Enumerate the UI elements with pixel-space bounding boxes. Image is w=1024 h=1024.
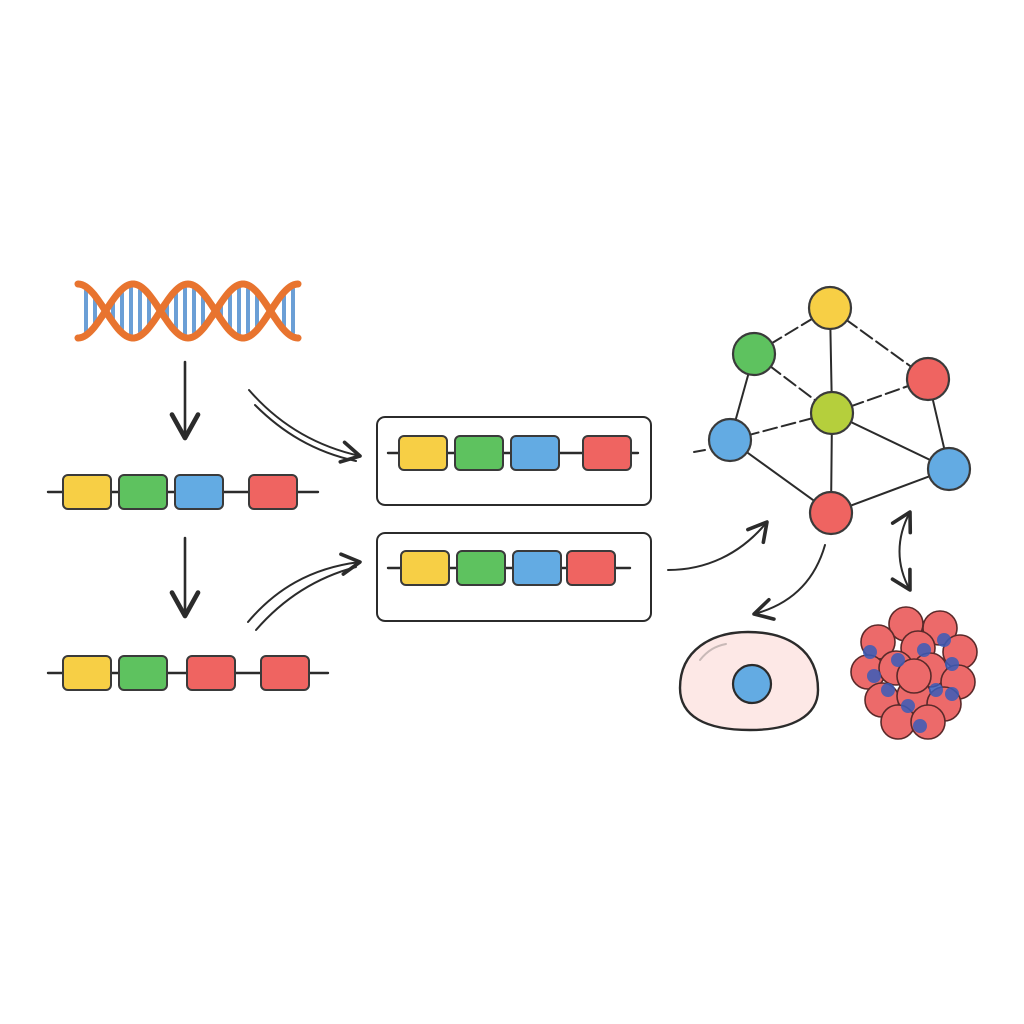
double-arrow-upper bbox=[248, 389, 362, 464]
sequence-block-yellow bbox=[398, 435, 448, 471]
sequence-left-bottom bbox=[46, 655, 330, 691]
bidirectional-arrow-network-tumor bbox=[890, 510, 913, 592]
network-node-right bbox=[926, 446, 972, 492]
sequence-block-red bbox=[186, 655, 236, 691]
sequence-boxed-bottom bbox=[386, 550, 632, 586]
sequence-boxed-top bbox=[386, 435, 640, 471]
network-graph bbox=[707, 285, 972, 536]
tumor-nucleus bbox=[937, 633, 951, 647]
sequence-block-red bbox=[260, 655, 310, 691]
dna-helix-icon bbox=[74, 280, 302, 342]
tumor-nucleus bbox=[913, 719, 927, 733]
network-node-left bbox=[707, 417, 753, 463]
tumor-cluster-icon bbox=[850, 606, 978, 740]
tumor-nucleus bbox=[881, 683, 895, 697]
double-arrow-lower bbox=[247, 552, 362, 631]
tumor-nucleus bbox=[945, 687, 959, 701]
sequence-block-blue bbox=[174, 474, 224, 510]
sequence-block-red bbox=[248, 474, 298, 510]
dna-strand-a bbox=[74, 280, 302, 342]
tumor-nucleus bbox=[929, 683, 943, 697]
network-node-top bbox=[807, 285, 853, 331]
arrow-box-to-network bbox=[667, 520, 769, 571]
sequence-left-top bbox=[46, 474, 320, 510]
tumor-nucleus bbox=[867, 669, 881, 683]
sequence-block-green bbox=[454, 435, 504, 471]
tumor-nucleus bbox=[901, 699, 915, 713]
tumor-cell bbox=[896, 658, 932, 694]
network-node-left-upper bbox=[731, 331, 777, 377]
tumor-nucleus bbox=[917, 643, 931, 657]
sequence-block-red bbox=[582, 435, 632, 471]
network-node-bottom bbox=[808, 490, 854, 536]
sequence-block-blue bbox=[510, 435, 560, 471]
tumor-nucleus bbox=[945, 657, 959, 671]
network-node-center bbox=[809, 390, 855, 436]
sequence-block-yellow bbox=[62, 474, 112, 510]
sequence-block-yellow bbox=[400, 550, 450, 586]
cell-nucleus bbox=[731, 663, 773, 705]
tumor-nucleus bbox=[891, 653, 905, 667]
sequence-block-green bbox=[456, 550, 506, 586]
tumor-nucleus bbox=[863, 645, 877, 659]
sequence-block-yellow bbox=[62, 655, 112, 691]
sequence-block-blue bbox=[512, 550, 562, 586]
dna-strand-b bbox=[74, 280, 302, 342]
sequence-block-red bbox=[566, 550, 616, 586]
arrow-network-to-healthy-cell bbox=[752, 544, 826, 621]
dash-left-of-network bbox=[693, 449, 706, 453]
network-node-right-upper bbox=[905, 356, 951, 402]
healthy-cell-icon bbox=[678, 630, 820, 732]
sequence-block-green bbox=[118, 474, 168, 510]
sequence-block-green bbox=[118, 655, 168, 691]
